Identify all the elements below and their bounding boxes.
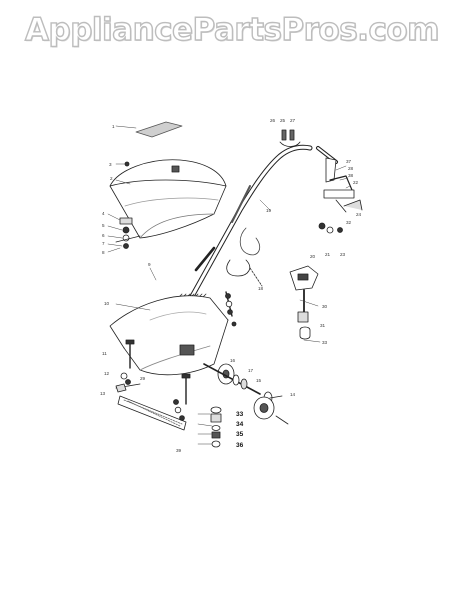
callout-38: 38 [348, 173, 354, 178]
callout-13: 13 [100, 391, 106, 396]
callout-2: 2 [110, 176, 113, 181]
callout-35: 35 [236, 431, 244, 438]
callout-9: 9 [148, 262, 151, 267]
callout-24: 24 [356, 212, 362, 217]
part-shade-strip [135, 121, 183, 138]
part-handle-tube [187, 144, 338, 303]
part-fasteners-middle [225, 291, 237, 327]
callout-21: 21 [325, 252, 331, 257]
callout-29: 29 [140, 376, 146, 381]
callout-12: 12 [104, 371, 110, 376]
callout-5: 5 [102, 223, 105, 228]
callout-1: 1 [112, 124, 115, 129]
part-pivot-bracket [289, 222, 343, 340]
callout-10: 10 [104, 301, 110, 306]
callout-15: 15 [256, 378, 262, 383]
part-bolt-left [125, 339, 135, 369]
part-scraper-bar [117, 395, 187, 431]
callout-27: 27 [290, 118, 296, 123]
callout-31: 31 [320, 323, 326, 328]
callout-26: 26 [270, 118, 276, 123]
callout-14: 14 [290, 392, 296, 397]
callout-16: 16 [230, 358, 236, 363]
part-screw-top [124, 161, 130, 167]
callout-6: 6 [102, 233, 105, 238]
callout-18: 18 [258, 286, 264, 291]
part-deck-housing [109, 295, 229, 376]
callout-4: 4 [102, 211, 105, 216]
part-top-hood [109, 159, 227, 239]
part-cable [194, 227, 263, 287]
callout-39: 39 [176, 448, 182, 453]
callout-8: 8 [102, 250, 105, 255]
part-axle-stack [210, 406, 222, 448]
callout-20: 20 [310, 254, 316, 259]
callout-25: 25 [280, 118, 286, 123]
callout-32: 32 [346, 220, 352, 225]
part-bolt-center [173, 373, 191, 421]
callout-7: 7 [102, 241, 105, 246]
part-control-lever [323, 175, 363, 213]
part-fasteners-left [115, 372, 141, 393]
part-wheel-right [253, 395, 289, 425]
callout-34: 34 [236, 421, 244, 428]
callout-19: 19 [266, 208, 272, 213]
callout-11: 11 [102, 351, 107, 356]
callout-22: 22 [353, 180, 359, 185]
part-bracket-left [115, 217, 141, 249]
callout-23: 23 [340, 252, 346, 257]
callout-30: 30 [322, 304, 328, 309]
callout-3: 3 [109, 162, 112, 167]
callout-28: 28 [348, 166, 354, 171]
watermark-logo: AppliancePartsPros.com [24, 11, 440, 48]
part-handle-clamp [279, 129, 301, 147]
callout-17: 17 [248, 368, 254, 373]
callout-labels: 1 3 2 4 5 6 7 8 9 10 11 12 13 14 15 16 1… [100, 118, 362, 453]
callout-33-right: 33 [322, 340, 328, 345]
callout-37: 37 [346, 159, 352, 164]
callout-33: 33 [236, 411, 244, 418]
callout-36: 36 [236, 442, 244, 449]
